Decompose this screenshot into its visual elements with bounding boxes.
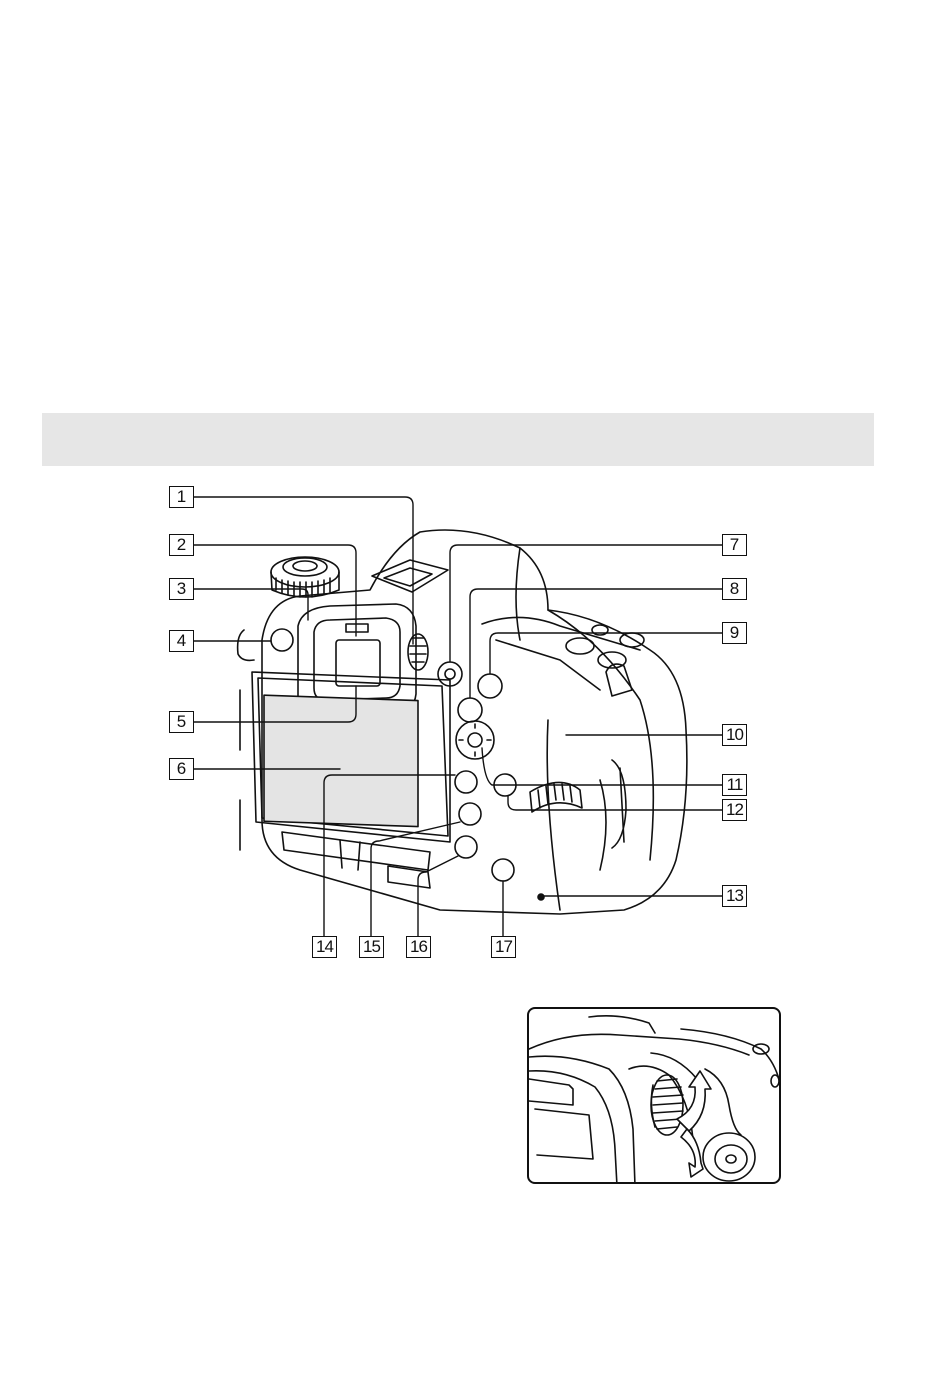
button-16 bbox=[455, 836, 477, 858]
callout-5: 5 bbox=[169, 711, 194, 733]
button-15 bbox=[459, 803, 481, 825]
callout-2: 2 bbox=[169, 534, 194, 556]
diopter-detail-inset bbox=[527, 1007, 781, 1184]
diopter-dial bbox=[408, 634, 428, 670]
callout-7: 7 bbox=[722, 534, 747, 556]
rotation-arrow-icon bbox=[677, 1071, 711, 1177]
callout-1: 1 bbox=[169, 486, 194, 508]
diopter-dial-detail bbox=[529, 1009, 781, 1184]
callout-17: 17 bbox=[491, 936, 516, 958]
callout-15: 15 bbox=[359, 936, 384, 958]
callout-11: 11 bbox=[722, 774, 747, 796]
callout-6: 6 bbox=[169, 758, 194, 780]
callout-3: 3 bbox=[169, 578, 194, 600]
callout-13: 13 bbox=[722, 885, 747, 907]
callout-4: 4 bbox=[169, 630, 194, 652]
callout-14: 14 bbox=[312, 936, 337, 958]
hot-shoe bbox=[372, 560, 448, 592]
button-14 bbox=[455, 771, 477, 793]
access-lamp bbox=[538, 894, 544, 900]
monitor-screen bbox=[264, 695, 418, 826]
callout-9: 9 bbox=[722, 622, 747, 644]
button-9 bbox=[478, 674, 502, 698]
callout-8: 8 bbox=[722, 578, 747, 600]
viewfinder-window bbox=[336, 640, 380, 686]
callout-12: 12 bbox=[722, 799, 747, 821]
callout-16: 16 bbox=[406, 936, 431, 958]
button-8 bbox=[458, 698, 482, 722]
button-17 bbox=[492, 859, 514, 881]
button-4 bbox=[271, 629, 293, 651]
callout-10: 10 bbox=[722, 724, 747, 746]
